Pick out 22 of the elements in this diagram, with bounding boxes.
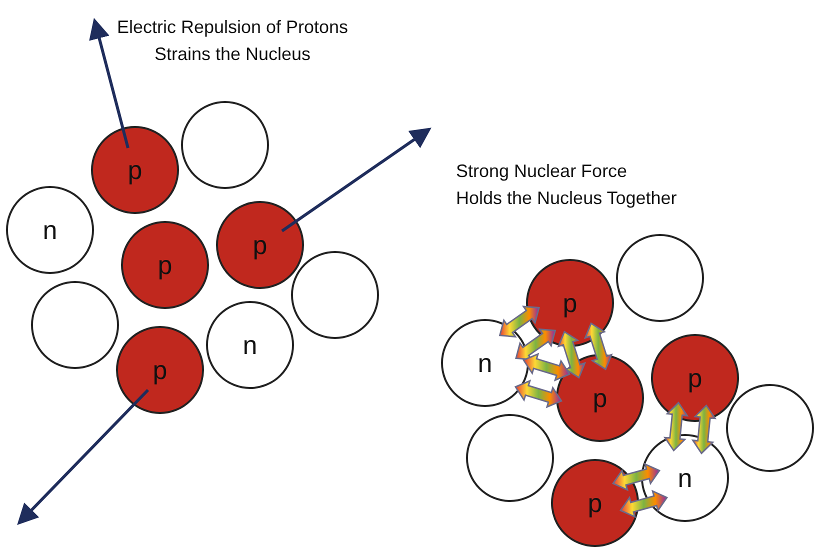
- double-arrow: [514, 379, 563, 408]
- proton-circle: p: [556, 354, 644, 442]
- proton-circle: p: [116, 326, 204, 414]
- double-arrow: [522, 352, 571, 382]
- double-arrow: [612, 462, 661, 492]
- neutron-circle: n: [6, 186, 94, 274]
- double-arrow: [515, 328, 556, 360]
- double-arrow: [557, 330, 586, 379]
- proton-circle: p: [91, 126, 179, 214]
- double-arrow: [663, 402, 689, 452]
- heading-text: Electric Repulsion of Protons Strains the Nucleus: [116, 16, 350, 66]
- double-arrow: [584, 322, 613, 370]
- double-arrow: [498, 306, 540, 338]
- heading-text: Strong Nuclear Force Holds the Nucleus Together: [456, 160, 678, 210]
- proton-circle: p: [551, 459, 639, 547]
- neutron-circle: n: [441, 319, 529, 407]
- proton-circle: p: [216, 201, 304, 289]
- proton-circle: p: [651, 334, 739, 422]
- neutron-circle: n: [206, 301, 294, 389]
- proton-circle: p: [121, 221, 209, 309]
- double-arrow: [691, 404, 717, 454]
- double-arrow: [619, 490, 668, 518]
